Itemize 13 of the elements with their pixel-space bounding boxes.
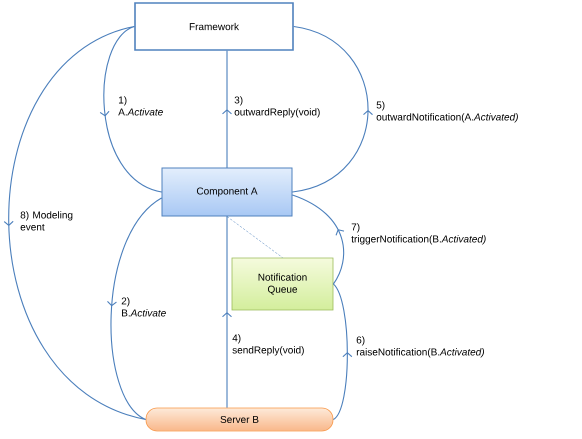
component-box: Component A bbox=[162, 168, 292, 216]
edge-label: 4) sendReply(void) bbox=[232, 334, 304, 356]
queue-box: Notification Queue bbox=[232, 258, 334, 310]
edge-label: 5) outwardNotification(A.Activated) bbox=[376, 101, 518, 122]
edge-label: 8) Modeling event bbox=[20, 211, 72, 231]
dashed-connector bbox=[226, 216, 283, 258]
edge-label: 3) outwardReply(void) bbox=[234, 96, 320, 118]
server-box: Server B bbox=[146, 408, 334, 432]
edge-label: 7) triggerNotification(B.Activated) bbox=[351, 223, 486, 244]
edge-label: 2) B.Activate bbox=[122, 297, 166, 317]
edge-label: 1) A.Activate bbox=[118, 96, 163, 116]
framework-box: Framework bbox=[134, 2, 294, 51]
edge-label: 6) raiseNotification(B.Activated) bbox=[356, 336, 484, 358]
